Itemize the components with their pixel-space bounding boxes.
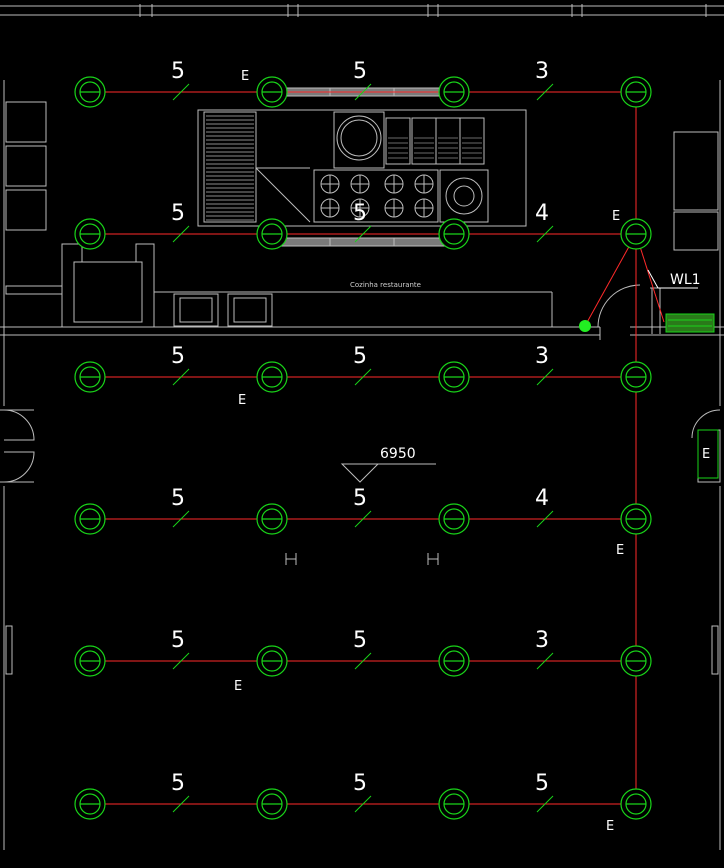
- light-fixture-icon: [620, 645, 652, 677]
- conductor-tick: [536, 83, 554, 101]
- segment-count-label: 5: [353, 59, 367, 84]
- emergency-label: E: [616, 543, 624, 558]
- conductor-tick: [172, 83, 190, 101]
- light-fixture-icon: [256, 218, 288, 250]
- conductor-tick: [354, 83, 372, 101]
- segment-count-label: 5: [353, 628, 367, 653]
- light-fixture-icon: [438, 788, 470, 820]
- conductor-tick: [354, 368, 372, 386]
- segment-count-label: 3: [535, 628, 549, 653]
- electrical-panel: [579, 269, 715, 333]
- light-fixture-icon: [256, 361, 288, 393]
- conductor-tick: [172, 652, 190, 670]
- segment-count-label: 5: [353, 771, 367, 796]
- light-fixture-icon: [74, 503, 106, 535]
- segment-count-label: 5: [353, 344, 367, 369]
- light-fixture-icon: [74, 361, 106, 393]
- conductor-tick: [172, 510, 190, 528]
- ceiling-light-fixtures: [74, 76, 652, 820]
- stove-burners: [320, 174, 434, 218]
- emergency-label: E: [234, 679, 242, 694]
- segment-count-label: 3: [535, 59, 549, 84]
- segment-count-label: 5: [171, 628, 185, 653]
- segment-count-label: 5: [171, 486, 185, 511]
- light-fixture-icon: [620, 218, 652, 250]
- conductor-tick: [536, 795, 554, 813]
- segment-count-label: 5: [353, 486, 367, 511]
- conductor-tick: [172, 368, 190, 386]
- light-fixture-icon: [438, 218, 470, 250]
- light-fixture-icon: [620, 788, 652, 820]
- junction-box-icon: [579, 320, 591, 332]
- emergency-label: E: [241, 69, 249, 84]
- segment-count-label: 3: [535, 344, 549, 369]
- light-fixture-icon: [74, 218, 106, 250]
- light-fixture-icon: [620, 76, 652, 108]
- conductor-tick: [354, 510, 372, 528]
- light-fixture-icon: [74, 645, 106, 677]
- kitchen-partition: [0, 243, 724, 340]
- light-fixture-icon: [438, 76, 470, 108]
- segment-count-label: 5: [353, 201, 367, 226]
- circuit-segment-labels: 5 5 3 5 5 4 5 5 3 5 5 4 5 5 3 5 5 5: [171, 59, 549, 796]
- panel-label: WL1: [670, 272, 701, 288]
- emergency-label: E: [702, 447, 710, 462]
- light-fixture-icon: [620, 361, 652, 393]
- light-fixture-icon: [438, 503, 470, 535]
- lighting-circuit-wiring: [90, 83, 665, 813]
- light-fixture-icon: [620, 503, 652, 535]
- conductor-tick: [172, 795, 190, 813]
- light-fixture-icon: [256, 503, 288, 535]
- conductor-tick: [354, 795, 372, 813]
- conductor-tick: [536, 510, 554, 528]
- griddle-hatching: [206, 115, 482, 221]
- conductor-tick: [354, 652, 372, 670]
- light-fixture-icon: [438, 361, 470, 393]
- segment-count-label: 5: [171, 771, 185, 796]
- segment-count-label: 4: [535, 201, 549, 226]
- segment-count-label: 5: [171, 201, 185, 226]
- light-fixture-icon: [256, 645, 288, 677]
- emergency-label: E: [612, 209, 620, 224]
- emergency-label: E: [606, 819, 614, 834]
- conductor-tick: [536, 368, 554, 386]
- conductor-tick: [536, 225, 554, 243]
- conductor-tick: [536, 652, 554, 670]
- light-fixture-icon: [256, 76, 288, 108]
- light-fixture-icon: [256, 788, 288, 820]
- segment-count-label: 5: [171, 59, 185, 84]
- kitchen-equipment: [197, 109, 527, 227]
- emergency-label: E: [238, 393, 246, 408]
- light-fixture-icon: [74, 76, 106, 108]
- level-marker: [340, 463, 436, 483]
- kitchen-label: Cozinha restaurante: [350, 281, 421, 289]
- conductor-tick: [172, 225, 190, 243]
- emergency-exit-sign: [697, 429, 719, 479]
- light-fixture-icon: [438, 645, 470, 677]
- segment-count-label: 4: [535, 486, 549, 511]
- segment-count-label: 5: [535, 771, 549, 796]
- level-label: 6950: [380, 446, 416, 462]
- light-fixture-icon: [74, 788, 106, 820]
- segment-count-label: 5: [171, 344, 185, 369]
- side-walls: [0, 80, 721, 850]
- home-run: [584, 233, 637, 327]
- conductor-tick: [354, 225, 372, 243]
- dimension-ticks: [285, 553, 439, 565]
- top-wall: [0, 4, 724, 17]
